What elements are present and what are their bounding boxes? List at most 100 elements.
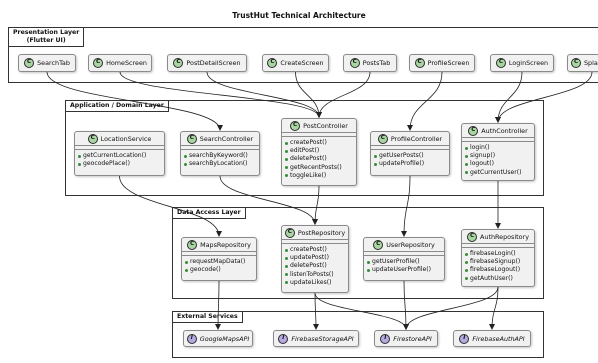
public-method-icon — [465, 260, 468, 264]
fields-divider — [282, 132, 356, 136]
method-list: getUserProfile() updateUserProfile() — [364, 255, 444, 275]
class-name: LocationService — [100, 134, 152, 143]
interface-name: GoogleMapsAPI — [199, 334, 250, 343]
fields-divider — [462, 137, 534, 141]
method-item: firebaseLogin() — [465, 250, 531, 258]
method-item: getCurrentUser() — [465, 169, 531, 177]
method-item: createPost() — [285, 139, 353, 147]
public-method-icon — [184, 154, 187, 158]
fields-divider — [181, 145, 259, 149]
method-list: getCurrentLocation() geocodePlace() — [75, 149, 164, 169]
public-method-icon — [285, 265, 288, 268]
class-name: PostController — [303, 121, 348, 130]
class-name: Spla — [584, 59, 598, 67]
class-name: ProfileScreen — [427, 59, 470, 67]
class-name: PostsTab — [362, 59, 391, 67]
method-item: updateUserProfile() — [367, 266, 441, 274]
method-item: logout() — [465, 160, 531, 168]
public-method-icon — [285, 256, 288, 260]
interface-icon: I — [459, 333, 470, 344]
interface-icon: I — [186, 333, 197, 344]
interface-icon: I — [380, 333, 391, 344]
fields-divider — [75, 145, 164, 149]
public-method-icon — [465, 171, 468, 175]
class-name: AuthRepository — [480, 232, 529, 241]
diagram-title: TrustHut Technical Architecture — [232, 11, 366, 20]
class-icon: C — [468, 125, 479, 136]
method-item: getAuthUser() — [465, 275, 531, 283]
class-name: SearchTab — [37, 59, 70, 67]
fields-divider — [462, 243, 534, 247]
class-icon: C — [24, 58, 35, 68]
method-list: firebaseLogin() firebaseSignup() firebas… — [462, 247, 534, 284]
public-method-icon — [285, 174, 288, 178]
class-icon: C — [349, 58, 360, 68]
method-item: toggleLike() — [285, 172, 353, 180]
public-method-icon — [185, 268, 188, 272]
public-method-icon — [285, 149, 288, 153]
application-layer-label: Application / Domain Layer — [65, 100, 169, 112]
method-item: requestMapData() — [185, 258, 253, 266]
class-name: CreateScreen — [280, 59, 324, 67]
method-item: firebaseLogout() — [465, 266, 531, 274]
public-method-icon — [184, 162, 187, 166]
public-method-icon — [465, 163, 468, 166]
public-method-icon — [465, 269, 468, 272]
class-icon: C — [93, 58, 104, 68]
class-icon: C — [373, 239, 384, 250]
method-item: updatePost() — [285, 254, 345, 262]
method-item: login() — [465, 144, 531, 152]
external-services-label: External Services — [172, 311, 243, 323]
class-icon: C — [173, 58, 184, 68]
public-method-icon — [367, 268, 370, 272]
class-icon: C — [290, 120, 301, 131]
method-list: createPost() editPost() deletePost() get… — [282, 136, 356, 181]
data-access-layer-label: Data Access Layer — [172, 207, 246, 219]
fields-divider — [371, 145, 449, 149]
public-method-icon — [374, 162, 377, 166]
class-name: MapsRepository — [200, 240, 251, 249]
method-item: firebaseSignup() — [465, 258, 531, 266]
method-item: updateLikes() — [285, 279, 345, 287]
method-item: searchByLocation() — [184, 160, 256, 168]
presentation-layer-label: Presentation Layer (Flutter UI) — [8, 27, 85, 47]
public-method-icon — [285, 248, 288, 252]
interface-name: FirestoreAPI — [393, 334, 432, 343]
method-item: getUserPosts() — [374, 152, 446, 160]
interface-icon: I — [278, 333, 289, 344]
class-name: UserRepository — [386, 240, 435, 249]
public-method-icon — [285, 166, 288, 170]
fields-divider — [364, 251, 444, 255]
public-method-icon — [285, 273, 288, 277]
method-item: searchByKeyword() — [184, 152, 256, 160]
method-item: geocodePlace() — [78, 160, 161, 168]
fields-divider — [282, 239, 348, 243]
class-icon: C — [495, 58, 506, 68]
public-method-icon — [465, 252, 468, 256]
class-icon: C — [267, 58, 278, 68]
public-method-icon — [285, 141, 288, 145]
public-method-icon — [465, 277, 468, 281]
public-method-icon — [78, 154, 81, 158]
